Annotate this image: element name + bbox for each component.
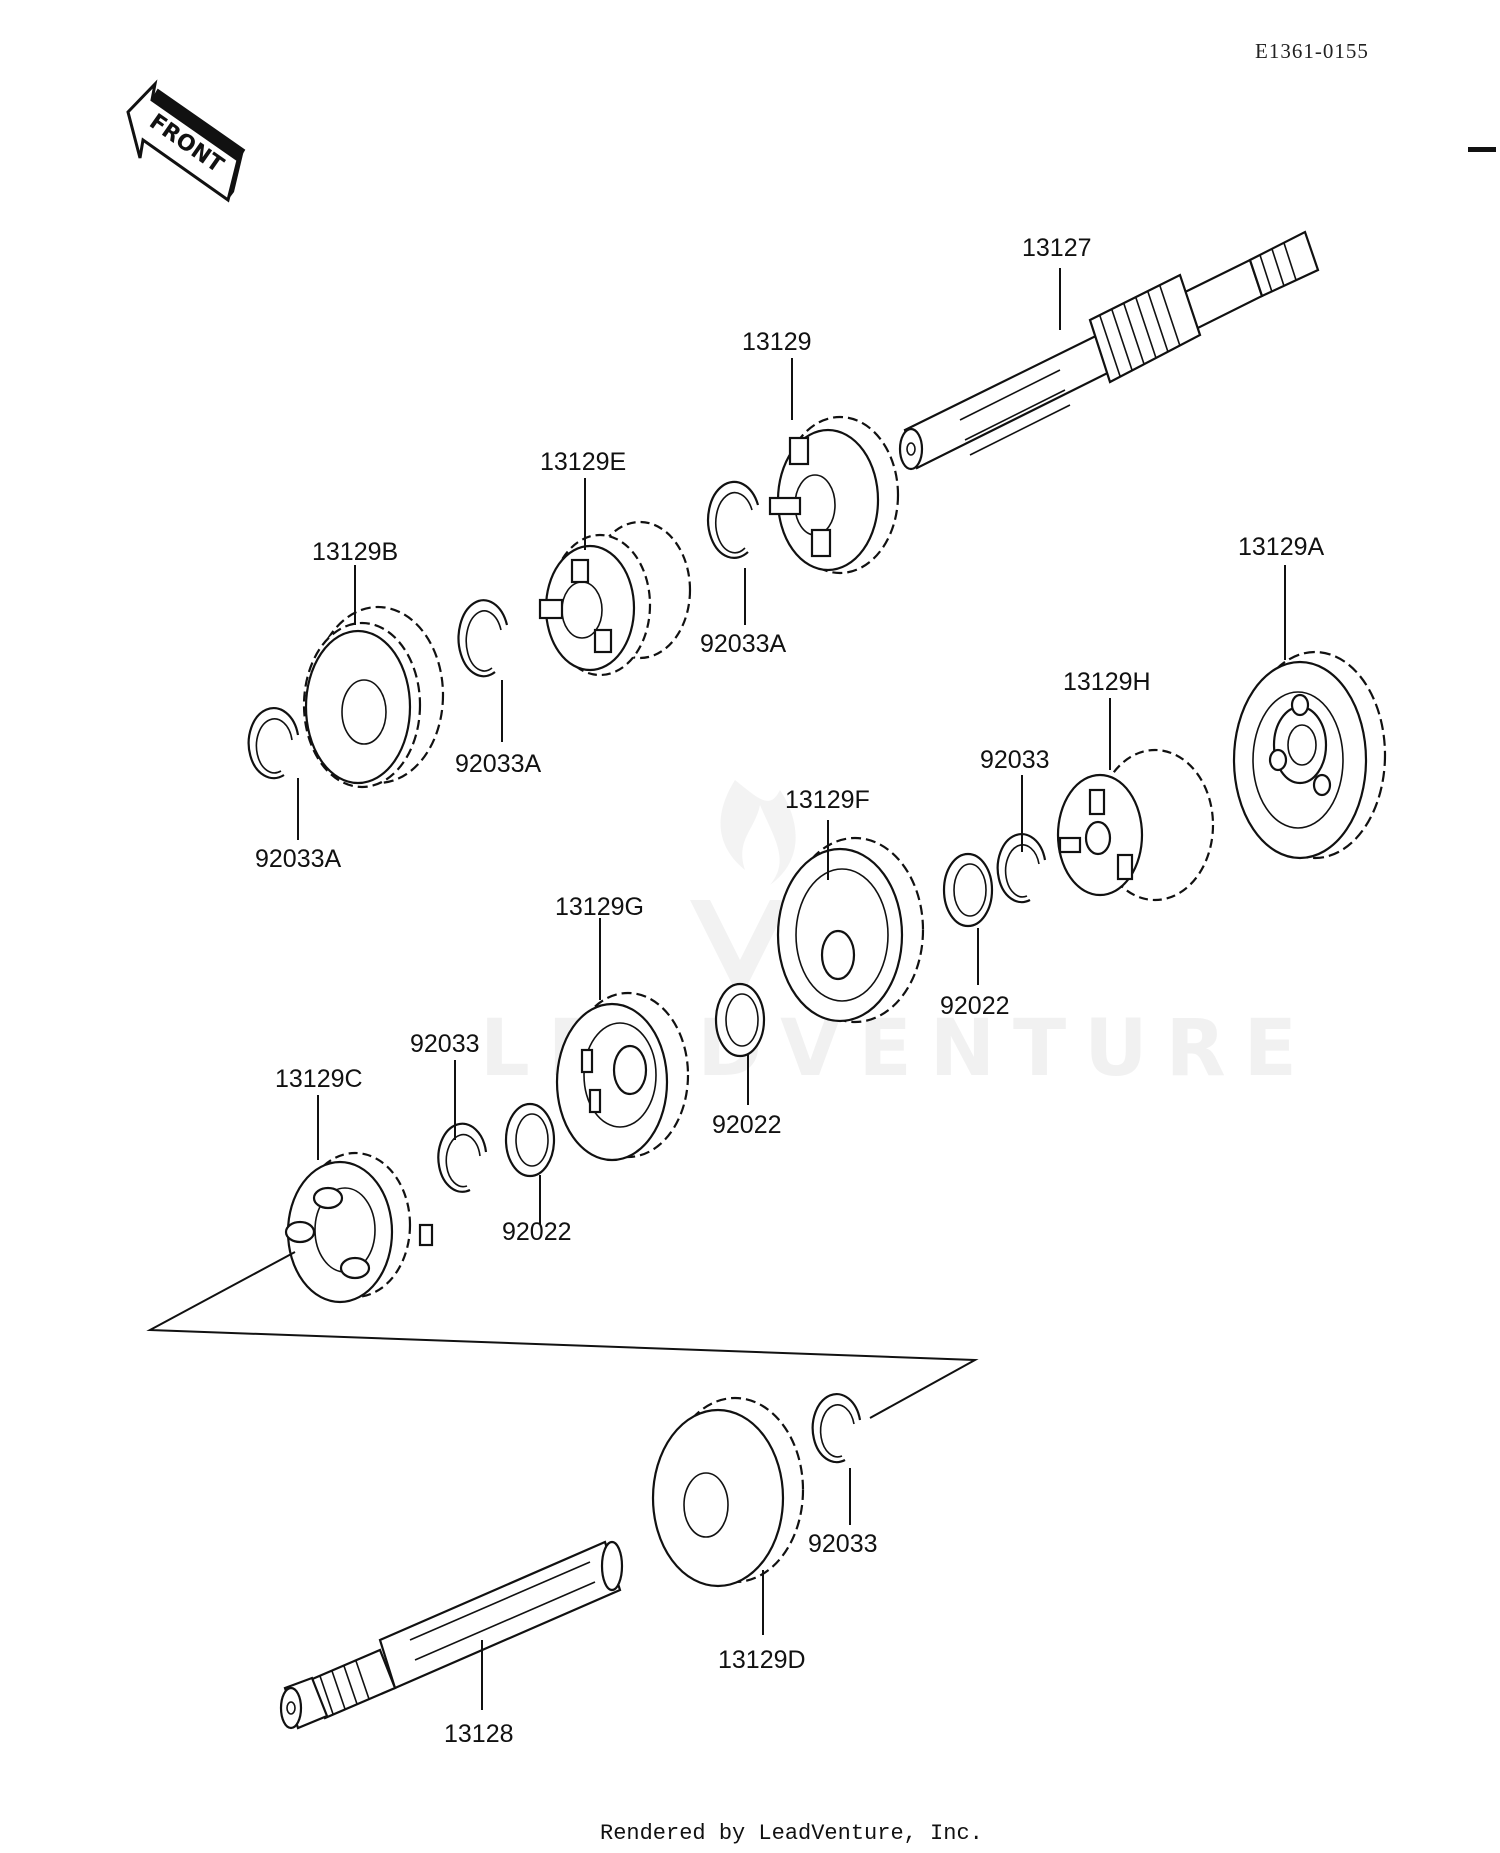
part-label-13127: 13127 bbox=[1022, 234, 1092, 262]
part-label-92033A: 92033A bbox=[700, 630, 787, 658]
part-label-13129B: 13129B bbox=[312, 538, 398, 566]
thrust-washer-92022 bbox=[504, 1102, 556, 1178]
gear-13129D bbox=[651, 1396, 805, 1588]
drawing-code: E1361-0155 bbox=[1255, 39, 1369, 63]
shaft-13128 bbox=[279, 1540, 624, 1730]
circlip-92033 bbox=[811, 1393, 862, 1464]
gear-13129 bbox=[768, 415, 900, 575]
part-label-92033: 92033 bbox=[808, 1530, 878, 1558]
circlip-92033 bbox=[996, 833, 1047, 904]
circlip-92033 bbox=[437, 1122, 488, 1193]
gear-13129G bbox=[555, 991, 690, 1162]
part-label-92022: 92022 bbox=[502, 1218, 572, 1246]
circlip-92033A bbox=[247, 707, 300, 780]
part-label-13129H: 13129H bbox=[1063, 668, 1151, 696]
thrust-washer-92022 bbox=[714, 982, 766, 1058]
part-label-13129G: 13129G bbox=[555, 893, 644, 921]
part-label-13129E: 13129E bbox=[540, 448, 626, 476]
part-label-92033: 92033 bbox=[980, 746, 1050, 774]
gear-13129C bbox=[284, 1151, 434, 1304]
part-label-13129F: 13129F bbox=[785, 786, 870, 814]
footer-credit: Rendered by LeadVenture, Inc. bbox=[600, 1821, 983, 1846]
gear-13129B bbox=[302, 605, 445, 789]
part-label-92033A: 92033A bbox=[255, 845, 342, 873]
gear-13129H bbox=[1056, 748, 1215, 902]
part-label-13128: 13128 bbox=[444, 1720, 514, 1748]
circlip-92033A bbox=[457, 599, 509, 678]
thrust-washer-92022 bbox=[942, 852, 994, 928]
part-label-92022: 92022 bbox=[940, 992, 1010, 1020]
part-label-13129A: 13129A bbox=[1238, 533, 1325, 561]
gear-13129E bbox=[538, 520, 692, 677]
part-label-92022: 92022 bbox=[712, 1111, 782, 1139]
part-label-13129: 13129 bbox=[742, 328, 812, 356]
edge-tick-mark bbox=[1468, 147, 1496, 152]
part-label-92033: 92033 bbox=[410, 1030, 480, 1058]
part-label-92033A: 92033A bbox=[455, 750, 542, 778]
part-label-13129D: 13129D bbox=[718, 1646, 806, 1674]
gear-13129A bbox=[1232, 650, 1387, 860]
assembly-connector-line bbox=[146, 1251, 979, 1419]
circlip-92033A bbox=[706, 480, 760, 559]
front-arrow-icon: FRONT bbox=[126, 79, 246, 203]
part-label-13129C: 13129C bbox=[275, 1065, 363, 1093]
gear-13129F bbox=[776, 836, 925, 1024]
shaft-13127 bbox=[898, 230, 1320, 471]
